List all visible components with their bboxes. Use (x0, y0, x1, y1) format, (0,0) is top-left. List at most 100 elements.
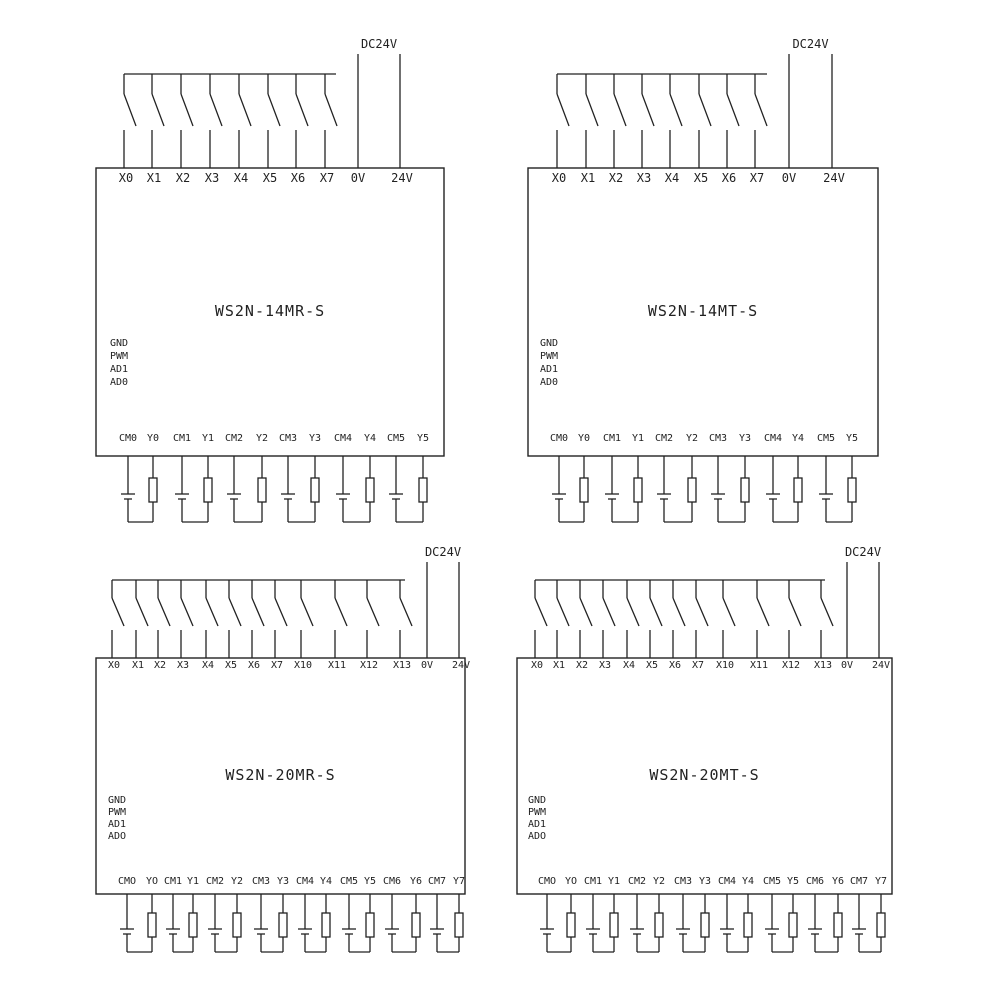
output-load-circuit (552, 456, 589, 523)
output-load-circuit (720, 894, 753, 953)
output-load-circuit (766, 456, 803, 523)
switch-contact (820, 597, 834, 627)
input-terminal-label: X3 (177, 660, 189, 671)
load-resistor (633, 477, 643, 503)
output-terminal-label: CM5 (340, 876, 358, 887)
input-terminal-label: X0 (552, 171, 566, 185)
model-title: WS2N-20MR-S (225, 766, 335, 784)
output-terminal-label: Y3 (739, 433, 751, 444)
input-switch (324, 74, 338, 168)
output-terminal-label: Y2 (653, 876, 665, 887)
output-load-circuit (254, 894, 288, 953)
output-terminal-label: Y2 (686, 433, 698, 444)
switch-contact (111, 597, 125, 627)
output-terminal-label: CMO (118, 876, 136, 887)
switch-contact (726, 93, 740, 127)
load-resistor (700, 912, 710, 938)
input-terminal-label: X6 (722, 171, 736, 185)
input-switch (820, 580, 834, 658)
switch-contact (209, 93, 223, 127)
input-switch (626, 580, 640, 658)
switch-contact (295, 93, 309, 127)
load-resistor (609, 912, 619, 938)
switch-contact (267, 93, 281, 127)
output-terminal-label: Y4 (320, 876, 332, 887)
input-switch (695, 580, 709, 658)
input-terminal-label: X10 (294, 660, 312, 671)
input-terminal-label: X2 (609, 171, 623, 185)
switch-contact (180, 597, 194, 627)
output-load-circuit (630, 894, 664, 953)
input-terminal-label: X4 (202, 660, 214, 671)
analog-port-label: ADO (108, 831, 126, 842)
output-load-circuit (676, 894, 710, 953)
output-terminal-label: CM2 (628, 876, 646, 887)
model-title: WS2N-14MR-S (215, 302, 325, 320)
input-switch (585, 74, 599, 168)
output-terminal-label: Y1 (202, 433, 214, 444)
input-switch (334, 580, 348, 658)
load-resistor (232, 912, 242, 938)
output-load-circuit (389, 456, 428, 523)
switch-contact (300, 597, 314, 627)
output-load-circuit (121, 456, 158, 523)
input-switch (534, 580, 548, 658)
load-resistor (418, 477, 428, 503)
output-terminal-label: CM3 (674, 876, 692, 887)
output-terminal-label: CM1 (164, 876, 182, 887)
output-terminal-label: Y3 (277, 876, 289, 887)
output-terminal-label: Y7 (453, 876, 465, 887)
switch-contact (698, 93, 712, 127)
input-switch (251, 580, 265, 658)
terminal-24v-label: 24V (823, 171, 845, 185)
input-switch (151, 74, 165, 168)
output-terminal-label: YO (565, 876, 577, 887)
power-supply-label: DC24V (792, 37, 828, 51)
switch-contact (626, 597, 640, 627)
output-terminal-label: Y3 (309, 433, 321, 444)
power-supply-label: DC24V (845, 545, 881, 559)
input-switch (205, 580, 219, 658)
output-load-circuit (208, 894, 242, 953)
input-terminal-label: X5 (263, 171, 277, 185)
input-switch (669, 74, 683, 168)
switch-contact (556, 597, 570, 627)
output-terminal-label: Y0 (147, 433, 159, 444)
output-terminal-label: Y6 (410, 876, 422, 887)
load-resistor (876, 912, 886, 938)
output-load-circuit (120, 894, 157, 953)
switch-contact (534, 597, 548, 627)
output-terminal-label: CM5 (387, 433, 405, 444)
output-terminal-label: YO (146, 876, 158, 887)
input-switch (295, 74, 309, 168)
input-terminal-label: X7 (271, 660, 283, 671)
load-resistor (148, 477, 158, 503)
switch-contact (366, 597, 380, 627)
output-terminal-label: Y6 (832, 876, 844, 887)
power-supply-label: DC24V (425, 545, 461, 559)
output-load-circuit (657, 456, 697, 523)
input-terminal-label: X2 (576, 660, 588, 671)
load-resistor (793, 477, 803, 503)
analog-port-label: AD0 (540, 377, 558, 388)
load-resistor (743, 912, 753, 938)
switch-contact (585, 93, 599, 127)
analog-port-label: AD1 (108, 819, 126, 830)
output-load-circuit (430, 894, 464, 953)
output-terminal-label: CM3 (709, 433, 727, 444)
load-resistor (847, 477, 857, 503)
output-terminal-label: Y4 (742, 876, 754, 887)
input-terminal-label: X7 (750, 171, 764, 185)
output-terminal-label: Y5 (417, 433, 429, 444)
switch-contact (324, 93, 338, 127)
terminal-24v-label: 24V (391, 171, 413, 185)
output-terminal-label: CM4 (764, 433, 782, 444)
output-load-circuit (605, 456, 643, 523)
terminal-0v-label: 0V (841, 660, 853, 671)
output-terminal-label: CM3 (252, 876, 270, 887)
input-terminal-label: X13 (814, 660, 832, 671)
plc-module-box (95, 657, 466, 895)
load-resistor (411, 912, 421, 938)
load-resistor (365, 477, 375, 503)
